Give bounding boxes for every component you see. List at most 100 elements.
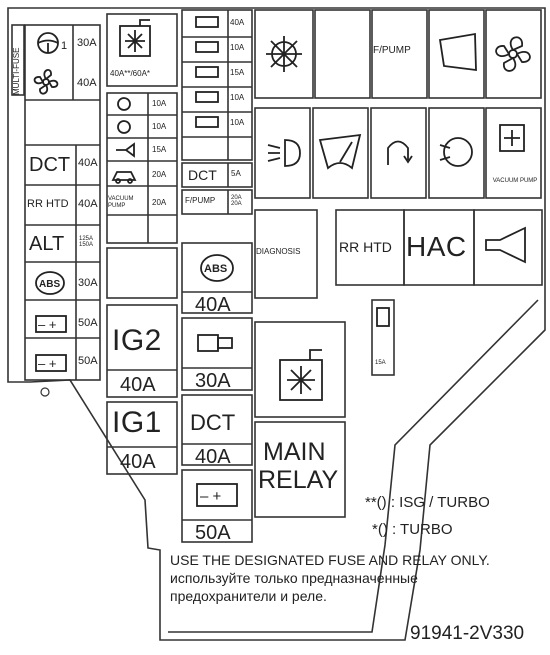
small-vertical-fuse-amp: 15A [375, 360, 386, 366]
engine-icon [195, 116, 219, 128]
cooling-fan-icon [499, 124, 525, 152]
multi-fuse-title: MULTI-FUSE [12, 47, 21, 95]
windshield-icon [438, 32, 477, 72]
battery-cartridge [181, 469, 253, 543]
battery-icon: – + [196, 483, 238, 507]
small-fuse-amp: 10A [152, 99, 167, 108]
svg-text:– +: – + [38, 317, 56, 332]
dct-cartridge [181, 394, 253, 466]
ig2-cartridge-cell [106, 247, 178, 299]
battery-cartridge-amp: 50A [195, 522, 231, 544]
relay-blank [314, 9, 371, 99]
relay-diagnosis [254, 209, 318, 299]
fan-fuse-cell [106, 13, 178, 87]
small-fuse-amp: 20A [152, 198, 167, 207]
multi-fuse-block [24, 24, 101, 381]
multi-fuse-amp: 40A [77, 77, 97, 89]
dct-fuse-amp: 5A [231, 169, 241, 178]
fpump-fuse-amp: 20A 20A [231, 195, 242, 207]
dct-cartridge-label: DCT [190, 410, 236, 435]
relay-fog-lamp [428, 107, 485, 199]
multi-fuse-amp: 30A [77, 37, 97, 49]
fog-lamp-icon [439, 137, 473, 167]
svg-text:ABS: ABS [204, 263, 227, 275]
small-fuse-amp: 20A [152, 170, 167, 179]
ig2-amp: 40A [120, 374, 156, 396]
ac-snowflake-icon [266, 36, 302, 72]
starter-cartridge [181, 317, 253, 391]
abs-icon: ABS [35, 271, 65, 295]
engine-icon [195, 66, 219, 78]
abs-icon: ABS [200, 254, 234, 282]
small-fuse-column [106, 92, 178, 244]
starter-motor-icon [197, 334, 233, 352]
diagnosis-relay-label: DIAGNOSIS [256, 247, 301, 256]
fpump-fuse-label: F/PUMP [185, 196, 216, 205]
engine-icon [195, 16, 219, 28]
relay-wiper-high [428, 9, 485, 99]
small-fuse-column-right [181, 9, 253, 161]
ig1-label: IG1 [112, 406, 162, 439]
multi-fuse-amp: 125A 150A [79, 236, 94, 248]
horn-icon [116, 142, 135, 158]
wiper-icon [318, 133, 362, 170]
multi-fuse-amp: 30A [78, 277, 98, 289]
ig1-amp: 40A [120, 451, 156, 473]
main-relay [254, 421, 346, 518]
svg-text:– +: – + [200, 488, 222, 505]
small-fuse-label: VACUUM PUMP [108, 196, 134, 209]
small-fuse-amp: 10A [152, 122, 167, 131]
multi-fuse-amp: 50A [78, 355, 98, 367]
small-vertical-fuse [371, 299, 395, 376]
fpump-relay-label: F/PUMP [373, 45, 411, 56]
steering-wheel-icon: 1 [37, 32, 67, 54]
rr-htd-relay-label: RR HTD [339, 239, 392, 255]
note-turbo: *() : TURBO [372, 521, 453, 538]
abs-cartridge-amp: 40A [195, 294, 231, 316]
mounting-hole [40, 387, 50, 397]
relay-horn [473, 209, 543, 286]
gear-icon [117, 97, 131, 111]
headlamp-icon [267, 139, 301, 167]
footer-english: USE THE DESIGNATED FUSE AND RELAY ONLY. [170, 552, 490, 568]
engine-icon [195, 41, 219, 53]
relay-horn-loop [370, 107, 427, 199]
multi-fuse-amp: 40A [78, 198, 98, 210]
small-fuse-amp: 10A [230, 93, 245, 102]
small-fuse-amp: 15A [230, 68, 245, 77]
fuse-box-inner-edge [168, 299, 539, 633]
starter-cartridge-amp: 30A [195, 370, 231, 392]
horn-icon [485, 226, 526, 264]
hac-relay-label: HAC [406, 231, 467, 262]
multi-fuse-label: ALT [29, 233, 65, 255]
battery-icon: – + [35, 315, 67, 333]
engine-icon [195, 91, 219, 103]
main-relay-label: MAIN [263, 438, 326, 466]
fan-fuse-amp: 40A**/60A* [110, 69, 151, 78]
fuse-box-outline [7, 7, 546, 641]
cooling-fan-icon [279, 349, 323, 401]
relay-cooling-fan [254, 321, 346, 418]
small-fuse-amp: 10A [230, 118, 245, 127]
relay-vacuum-pump [485, 107, 542, 199]
footer-russian-2: предохранители и реле. [170, 588, 327, 604]
small-fuse-amp: 40A [230, 18, 245, 27]
multi-fuse-amp: 50A [78, 317, 98, 329]
gear-icon [117, 120, 131, 134]
ig2-cartridge [106, 304, 178, 398]
relay-wiper [312, 107, 369, 199]
fuel-icon [376, 307, 390, 327]
recirculation-icon [387, 140, 413, 165]
dct-cartridge-amp: 40A [195, 446, 231, 468]
cooling-fan-icon [119, 19, 151, 57]
relay-headlamp [254, 107, 311, 199]
fan-icon [33, 69, 59, 95]
main-relay-label: RELAY [258, 466, 339, 494]
multi-fuse-label: DCT [29, 154, 71, 176]
abs-cartridge [181, 242, 253, 314]
svg-text:ABS: ABS [39, 279, 60, 290]
dct-fuse-label: DCT [188, 167, 217, 183]
battery-icon: – + [35, 354, 67, 372]
svg-text:1: 1 [61, 40, 67, 52]
